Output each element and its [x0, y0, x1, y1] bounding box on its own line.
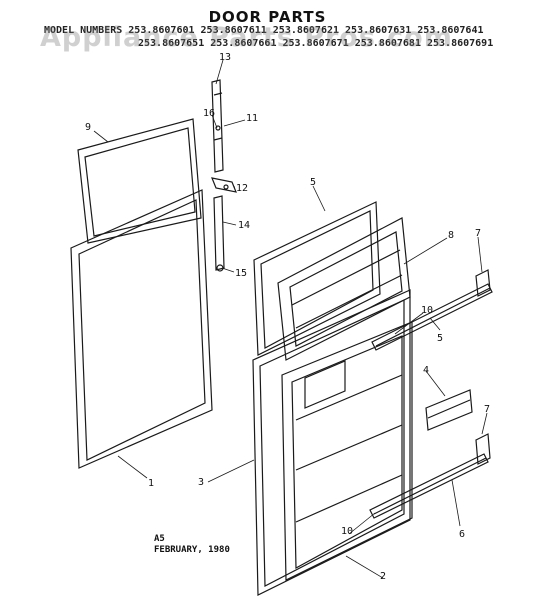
callout-6: 3 [198, 477, 204, 488]
footer-date: FEBRUARY, 1980 [154, 545, 230, 555]
diagram-title: DOOR PARTS [208, 8, 327, 26]
fresh-food-door [252, 289, 411, 596]
callout-16: 16 [203, 108, 215, 119]
callout-7b: 7 [484, 404, 490, 415]
callout-3: 4 [423, 365, 429, 376]
model-numbers-line-1: MODEL NUMBERS 253.8607601 253.8607611 25… [44, 25, 484, 36]
fresh-food-door-liner [281, 321, 413, 581]
callout-9: 9 [85, 122, 91, 133]
callout-2: 2 [380, 571, 386, 582]
model-numbers-line-2: 253.8607651 253.8607661 253.8607671 253.… [138, 38, 494, 49]
callout-13: 13 [219, 52, 231, 63]
callout-14: 14 [238, 220, 250, 231]
callout-12: 12 [236, 183, 248, 194]
callout-5a: 5 [437, 333, 443, 344]
footer-code: A5 [154, 534, 165, 544]
upper-shelf-bar [371, 269, 493, 351]
upper-hinge [211, 79, 224, 173]
callout-10a: 10 [421, 305, 433, 316]
callout-7a: 7 [475, 228, 481, 239]
callout-15: 15 [235, 268, 247, 279]
callout-4: 5 [310, 177, 316, 188]
lower-hinge-bracket [213, 195, 225, 272]
watermark-logo: Appliance Parts Pros.com [40, 22, 453, 53]
callout-11: 11 [246, 113, 258, 124]
freezer-door-gasket [77, 118, 202, 244]
fresh-food-door-gasket [70, 189, 213, 469]
callout-8: 8 [448, 230, 454, 241]
lower-shelf-bar [369, 433, 491, 519]
dairy-door [425, 389, 473, 431]
callout-5b: 6 [459, 529, 465, 540]
center-hinge [211, 177, 237, 193]
callout-10b: 10 [341, 526, 353, 537]
callout-1: 1 [148, 478, 154, 489]
